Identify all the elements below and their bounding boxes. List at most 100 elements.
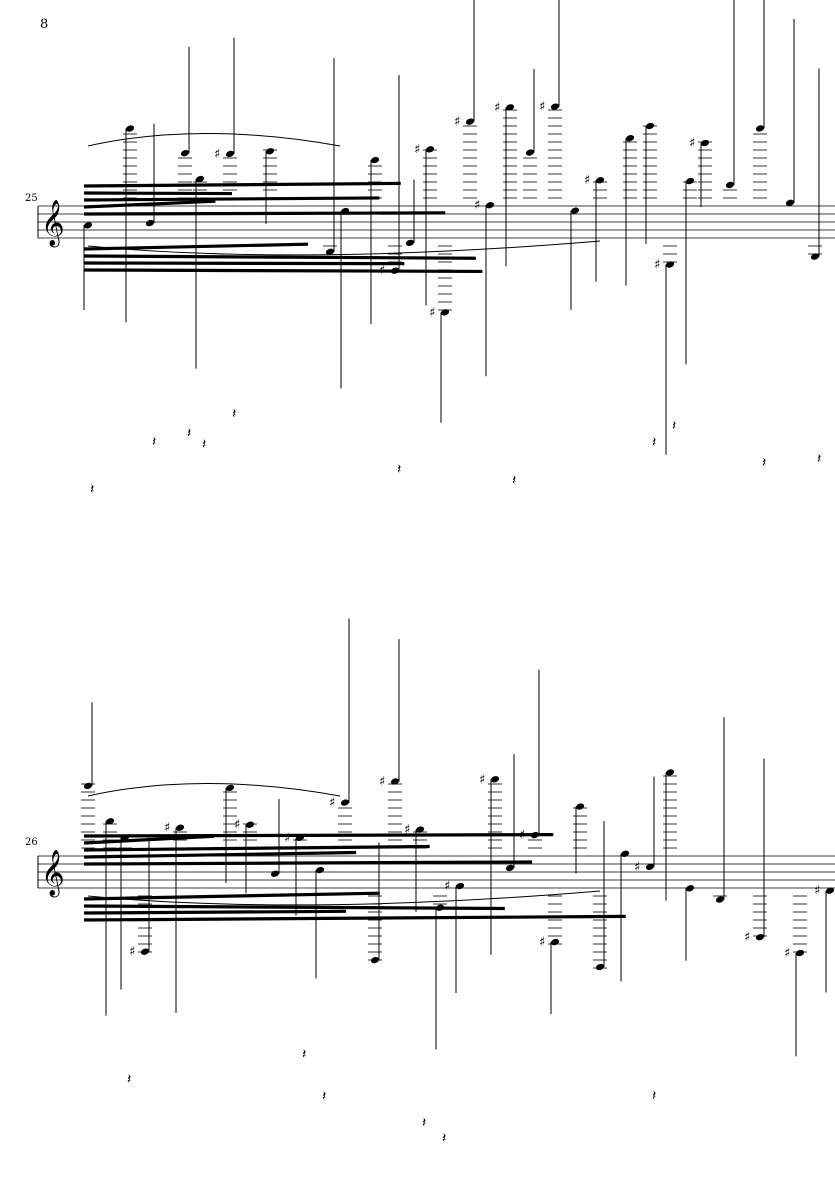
notehead bbox=[595, 177, 605, 184]
rest-icon: 𝄽 bbox=[302, 1047, 306, 1063]
sharp-icon: ♯ bbox=[744, 930, 750, 945]
sharp-icon: ♯ bbox=[539, 935, 545, 950]
notehead bbox=[175, 824, 185, 831]
beam bbox=[83, 181, 401, 188]
notehead bbox=[570, 207, 580, 214]
sharp-icon: ♯ bbox=[494, 100, 500, 115]
rest-icon: 𝄽 bbox=[442, 1131, 446, 1147]
beam bbox=[83, 196, 380, 202]
rest-icon: 𝄽 bbox=[90, 481, 94, 497]
sharp-icon: ♯ bbox=[634, 860, 640, 875]
sharp-icon: ♯ bbox=[164, 821, 170, 836]
measure-number-25: 25 bbox=[25, 193, 38, 204]
notehead bbox=[825, 887, 835, 894]
notehead bbox=[455, 882, 465, 890]
page-number: 8 bbox=[40, 17, 49, 32]
notehead bbox=[440, 309, 450, 316]
notehead bbox=[795, 949, 805, 957]
notehead bbox=[685, 177, 695, 185]
notehead bbox=[755, 125, 765, 132]
notehead bbox=[525, 149, 535, 156]
rest-icon: 𝄽 bbox=[672, 418, 676, 434]
sharp-icon: ♯ bbox=[379, 264, 385, 279]
sharp-icon: ♯ bbox=[404, 823, 410, 838]
sharp-icon: ♯ bbox=[234, 818, 240, 833]
rest-icon: 𝄽 bbox=[232, 406, 236, 422]
sharp-icon: ♯ bbox=[429, 305, 435, 320]
notehead bbox=[785, 199, 795, 207]
sharp-icon: ♯ bbox=[519, 828, 525, 843]
sharp-icon: ♯ bbox=[479, 772, 485, 787]
rest-icon: 𝄽 bbox=[202, 436, 206, 452]
notehead bbox=[645, 863, 655, 870]
notehead bbox=[505, 864, 515, 872]
notehead bbox=[370, 156, 380, 164]
measure-number-26: 26 bbox=[25, 837, 38, 848]
beam bbox=[83, 832, 554, 838]
notehead bbox=[625, 135, 635, 142]
sharp-icon: ♯ bbox=[129, 945, 135, 960]
notehead bbox=[405, 239, 415, 247]
notehead bbox=[265, 148, 275, 155]
sharp-icon: ♯ bbox=[414, 142, 420, 157]
notehead bbox=[435, 904, 445, 911]
notehead bbox=[665, 261, 675, 268]
beam bbox=[83, 891, 380, 901]
rest-icon: 𝄽 bbox=[817, 451, 821, 467]
rest-icon: 𝄽 bbox=[322, 1088, 326, 1104]
rest-icon: 𝄽 bbox=[652, 435, 656, 451]
rest-icon: 𝄽 bbox=[652, 1088, 656, 1104]
notehead bbox=[665, 769, 675, 776]
notehead bbox=[83, 222, 93, 229]
notehead bbox=[505, 104, 515, 111]
beam bbox=[83, 914, 626, 922]
notehead bbox=[340, 799, 350, 806]
sharp-icon: ♯ bbox=[474, 198, 480, 213]
beam bbox=[83, 254, 476, 260]
treble-clef-icon: 𝄞 bbox=[41, 850, 65, 898]
notehead bbox=[180, 150, 190, 157]
notehead bbox=[390, 267, 400, 274]
sharp-icon: ♯ bbox=[329, 796, 335, 811]
notehead bbox=[270, 870, 280, 877]
notehead bbox=[425, 146, 435, 153]
rest-icon: 𝄽 bbox=[762, 455, 766, 471]
rest-icon: 𝄽 bbox=[152, 434, 156, 450]
sharp-icon: ♯ bbox=[444, 879, 450, 894]
sharp-icon: ♯ bbox=[784, 946, 790, 961]
sharp-icon: ♯ bbox=[539, 100, 545, 115]
notehead bbox=[620, 850, 630, 857]
sharp-icon: ♯ bbox=[214, 147, 220, 162]
notehead bbox=[390, 778, 400, 785]
notehead bbox=[125, 125, 135, 132]
notehead bbox=[105, 818, 115, 825]
beam bbox=[83, 904, 505, 911]
rest-icon: 𝄽 bbox=[127, 1071, 131, 1087]
notehead bbox=[83, 782, 93, 790]
rest-icon: 𝄽 bbox=[512, 472, 516, 488]
sharp-icon: ♯ bbox=[379, 774, 385, 789]
notehead bbox=[595, 963, 605, 971]
sharp-icon: ♯ bbox=[454, 115, 460, 130]
notehead bbox=[465, 118, 475, 125]
notehead bbox=[295, 834, 305, 841]
notehead bbox=[340, 207, 350, 215]
notehead bbox=[715, 896, 725, 903]
slur bbox=[87, 890, 601, 906]
treble-clef-icon: 𝄞 bbox=[41, 200, 65, 248]
sharp-icon: ♯ bbox=[814, 884, 820, 899]
beam bbox=[83, 909, 347, 915]
beam bbox=[83, 191, 232, 196]
notehead bbox=[145, 219, 155, 227]
notehead bbox=[225, 784, 235, 792]
notehead bbox=[810, 253, 820, 260]
beam bbox=[83, 268, 483, 274]
notehead bbox=[120, 834, 130, 841]
sharp-icon: ♯ bbox=[284, 831, 290, 846]
slur bbox=[87, 240, 601, 256]
notehead bbox=[225, 150, 235, 158]
notehead bbox=[415, 826, 425, 833]
notehead bbox=[195, 175, 205, 183]
